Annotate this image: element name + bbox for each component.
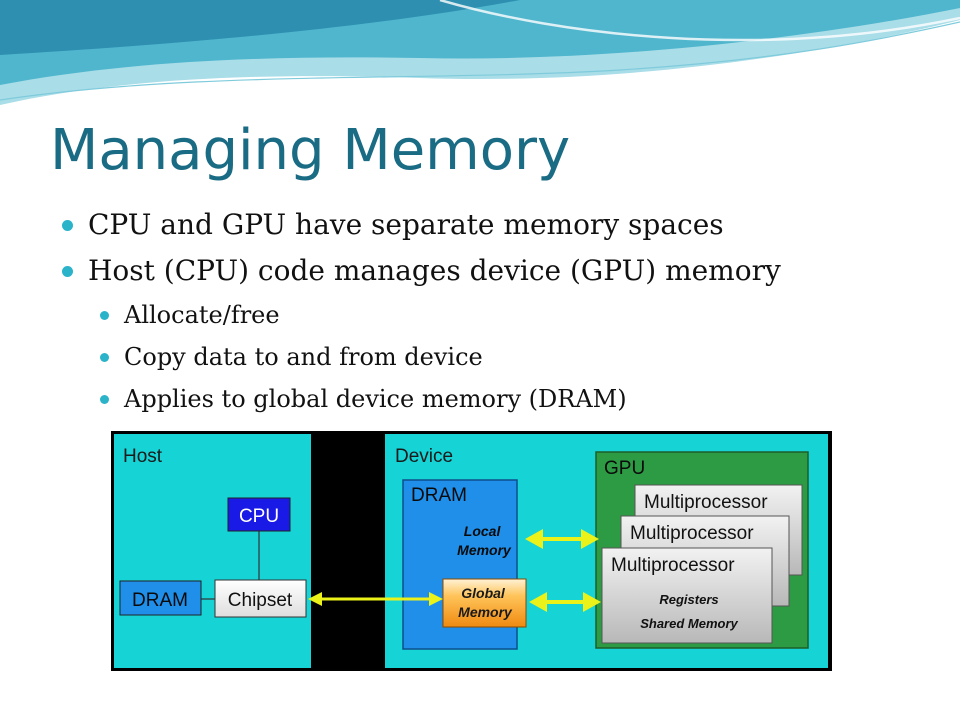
slide-title: Managing Memory <box>50 118 571 183</box>
bullet-dot-icon <box>100 395 109 404</box>
sub-bullet-item: Allocate/free <box>60 297 781 339</box>
sub-bullet-item: Applies to global device memory (DRAM) <box>60 381 781 423</box>
global-memory-box <box>442 578 527 628</box>
device-label: Device <box>395 446 453 467</box>
chipset-box <box>214 579 307 618</box>
sub-bullet-item: Copy data to and from device <box>60 339 781 381</box>
header-wave-decoration <box>0 0 960 105</box>
registers-label: Registers <box>659 592 718 607</box>
shared-memory-label: Shared Memory <box>640 616 738 631</box>
local-memory-label: Local Memory <box>457 523 512 558</box>
host-label: Host <box>123 446 163 467</box>
cpu-box <box>227 497 291 532</box>
chipset-label: Chipset <box>228 590 293 611</box>
chipset-global-arrow <box>308 592 443 606</box>
multiprocessor-front-label: Multiprocessor <box>611 555 735 576</box>
local-memory-line: Memory <box>457 542 512 558</box>
global-memory-gpu-arrow <box>529 592 601 612</box>
memory-diagram: Host CPU DRAM Chipset Device DRAM Local … <box>111 431 832 671</box>
global-memory-label: Global Memory <box>458 585 513 620</box>
sub-bullet-text: Copy data to and from device <box>124 343 483 371</box>
multiprocessor-middle-label: Multiprocessor <box>630 523 754 544</box>
bullet-item: Host (CPU) code manages device (GPU) mem… <box>60 251 781 297</box>
global-memory-line: Global <box>461 585 506 601</box>
gpu-label: GPU <box>604 458 645 479</box>
bullet-text: CPU and GPU have separate memory spaces <box>88 208 724 241</box>
sub-bullet-text: Applies to global device memory (DRAM) <box>124 385 627 413</box>
host-dram-label: DRAM <box>132 590 188 611</box>
local-memory-line: Local <box>464 523 502 539</box>
multiprocessor-front <box>601 547 773 644</box>
cpu-label: CPU <box>239 506 279 527</box>
bullet-dot-icon <box>100 311 109 320</box>
host-panel <box>114 434 311 668</box>
bullet-text: Host (CPU) code manages device (GPU) mem… <box>88 254 781 287</box>
bullet-list: CPU and GPU have separate memory spaces … <box>60 205 781 423</box>
bullet-dot-icon <box>62 266 73 277</box>
sub-bullet-text: Allocate/free <box>124 301 280 329</box>
bullet-dot-icon <box>62 220 73 231</box>
global-memory-line: Memory <box>458 604 513 620</box>
bullet-item: CPU and GPU have separate memory spaces <box>60 205 781 251</box>
multiprocessor-back-label: Multiprocessor <box>644 492 768 513</box>
bullet-dot-icon <box>100 353 109 362</box>
local-memory-gpu-arrow <box>525 529 599 549</box>
device-dram-label: DRAM <box>411 485 467 506</box>
host-dram-box <box>119 580 202 616</box>
